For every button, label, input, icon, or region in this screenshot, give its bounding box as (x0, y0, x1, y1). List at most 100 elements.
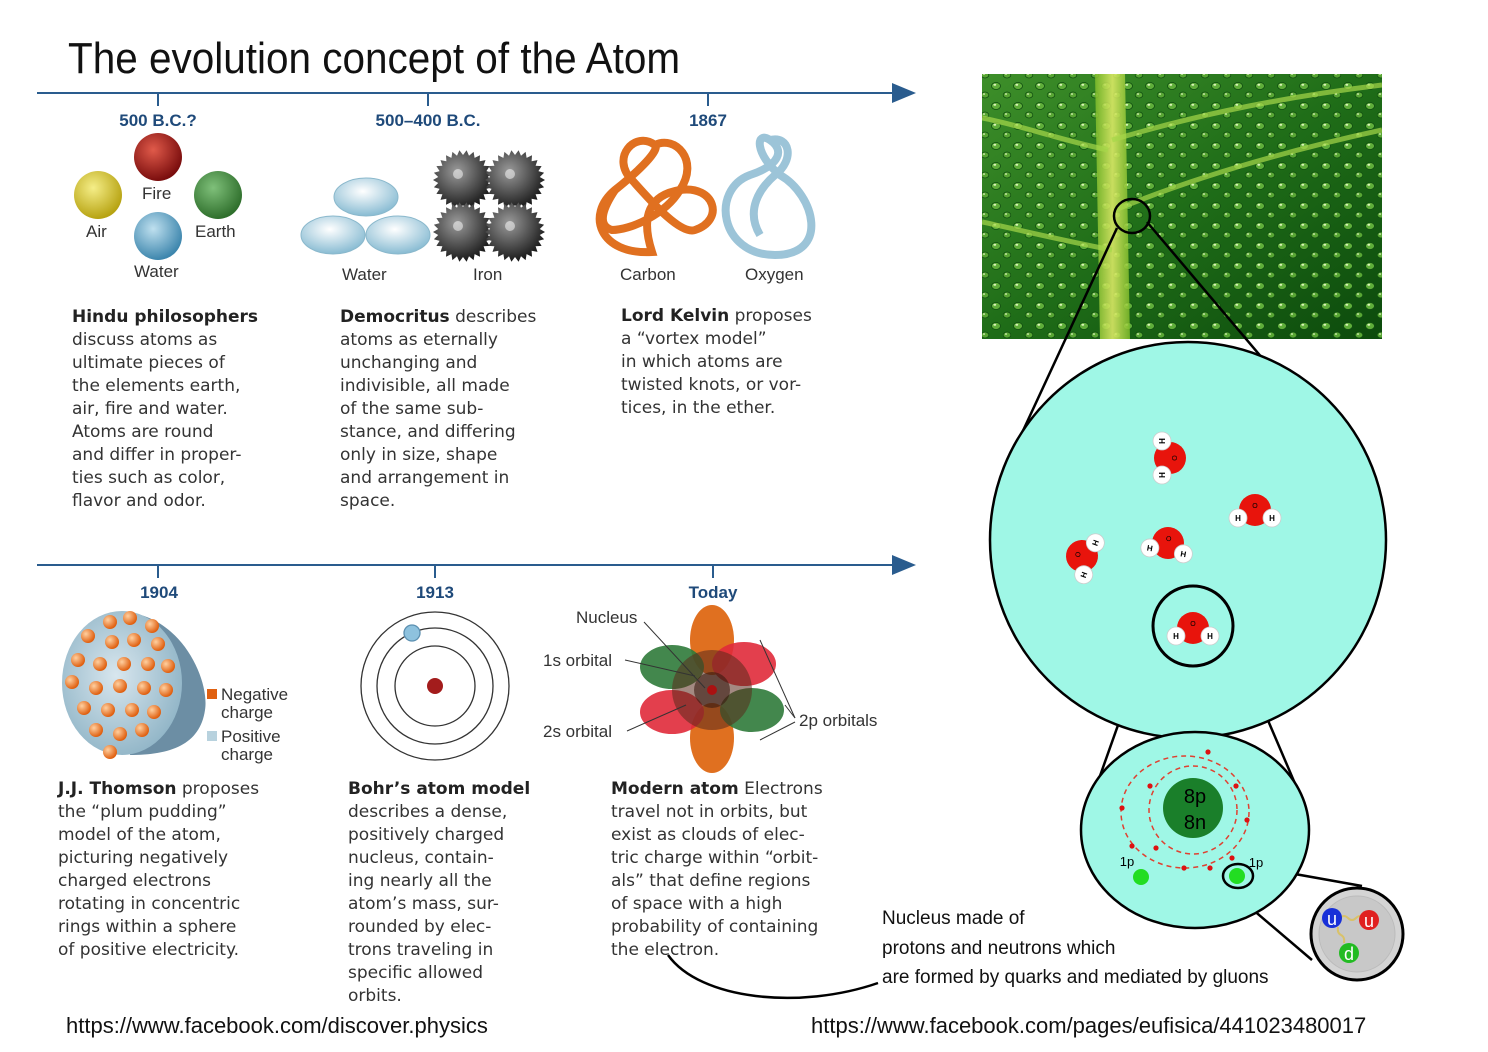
description-line: of the same sub- (340, 399, 484, 419)
description-line: model of the atom, (58, 825, 221, 845)
electron (1233, 783, 1239, 789)
hydrogen-atom (1085, 533, 1105, 553)
description-line: twisted knots, or vor- (621, 375, 802, 395)
hydrogen-symbol: H (1079, 570, 1090, 579)
description-heading: Democritus (340, 307, 450, 327)
electron-dot (89, 723, 103, 737)
democritus-diagram (300, 150, 545, 262)
footer-url-left[interactable]: https://www.facebook.com/discover.physic… (66, 1013, 488, 1038)
description-line: ties such as color, (72, 468, 226, 488)
description-line: of space with a high (611, 894, 783, 914)
description-line: rotating in concentric (58, 894, 241, 914)
description-line: only in size, shape (340, 445, 498, 465)
electron-dot (113, 679, 127, 693)
description-kelvin: Lord Kelvin proposes a “vortex model”in … (621, 305, 812, 420)
description-line: travel not in orbits, but (611, 802, 808, 822)
iron-atom (485, 150, 545, 210)
hydrogen-atom (1228, 508, 1248, 528)
hydrogen-symbol: H (1180, 549, 1187, 559)
era-label: Today (688, 583, 738, 602)
negative-charge-label: Negative charge (221, 686, 288, 722)
2p-orbitals-label: 2p orbitals (799, 711, 878, 730)
1s-orbital-label: 1s orbital (543, 651, 612, 670)
description-line: probability of containing (611, 917, 819, 937)
iron-atom (433, 150, 493, 210)
oxygen-nucleus (1163, 778, 1223, 838)
footer-url-right[interactable]: https://www.facebook.com/pages/eufisica/… (811, 1013, 1367, 1038)
description-line: Atoms are round (72, 422, 214, 442)
oxygen-symbol: O (1170, 455, 1177, 461)
electron-dot (89, 681, 103, 695)
air-label: Air (86, 222, 107, 241)
proton (1229, 868, 1245, 884)
description-tail: proposes (729, 306, 812, 326)
description-line: of positive electricity. (58, 940, 240, 960)
description-line: ing nearly all the (348, 871, 492, 891)
electron-dot (71, 653, 85, 667)
oxygen-vortex-knot-loop (749, 135, 792, 238)
description-line: picturing negatively (58, 848, 229, 868)
proton (1133, 869, 1149, 885)
era-label: 1904 (140, 583, 178, 602)
water-atom (365, 215, 431, 255)
hydrogen-symbol: H (1235, 514, 1241, 523)
positive-charge-swatch (207, 731, 217, 741)
era-label: 500 B.C.? (119, 111, 197, 130)
iron-atom-highlight (453, 169, 463, 179)
description-line: nucleus, contain- (348, 848, 494, 868)
orbital-nucleus (707, 685, 717, 695)
electron (1205, 749, 1211, 755)
bohr-electron (403, 624, 421, 642)
description-line: atoms as eternally (340, 330, 498, 350)
description-line: specific allowed (348, 963, 484, 983)
hydrogen-atom (1140, 538, 1160, 558)
electron-dot (101, 703, 115, 717)
description-line: flavor and odor. (72, 491, 206, 511)
hydrogen-atom (1074, 565, 1094, 585)
oxygen-symbol: O (1252, 503, 1258, 510)
electron (1207, 865, 1213, 871)
fire-label: Fire (142, 184, 172, 203)
description-line: indivisible, all made (340, 376, 510, 396)
oxygen-symbol: O (1190, 621, 1196, 628)
water-sphere (134, 212, 182, 260)
nucleus-note: Nucleus made of protons and neutrons whi… (882, 908, 1269, 988)
description-line: a “vortex model” (621, 329, 767, 349)
description-heading: Modern atom (611, 779, 739, 799)
nucleus-protons: 8p (1184, 786, 1206, 808)
hydrogen-atom (1262, 508, 1282, 528)
electron-dot (81, 629, 95, 643)
description-line: rings within a sphere (58, 917, 237, 937)
electron-dot (65, 675, 79, 689)
plum-pudding-model (62, 611, 217, 759)
hydrogen-symbol: H (1091, 538, 1102, 547)
hydrogen-symbol: H (1157, 472, 1166, 478)
democritus-water-label: Water (342, 265, 387, 284)
electron-dot (151, 637, 165, 651)
carbon-trefoil-knot-loop (598, 138, 692, 235)
democritus-iron-label: Iron (473, 265, 503, 284)
electron-dot (123, 611, 137, 625)
air-sphere (74, 171, 122, 219)
electron (1147, 783, 1153, 789)
up-quark (1359, 910, 1379, 930)
quark-label-u1: u (1327, 909, 1337, 929)
earth-sphere (194, 171, 242, 219)
electron-dot (127, 633, 141, 647)
description-line: the electron. (611, 940, 720, 960)
electron (1129, 843, 1135, 849)
electron (1119, 805, 1125, 811)
iron-atom-highlight (505, 221, 515, 231)
description-line: in which atoms are (621, 352, 783, 372)
description-line: the “plum pudding” (58, 802, 227, 822)
hydrogen-atom (1200, 626, 1220, 646)
bohr-nucleus (427, 678, 443, 694)
fire-sphere (134, 133, 182, 181)
oxygen-symbol: O (1074, 551, 1083, 559)
legend-line: Positive (221, 727, 281, 746)
nucleus-neutrons: 8n (1184, 812, 1206, 834)
leaf-water-drops-photo (982, 74, 1382, 339)
classical-elements-diagram (74, 133, 242, 260)
description-line: ultimate pieces of (72, 353, 225, 373)
